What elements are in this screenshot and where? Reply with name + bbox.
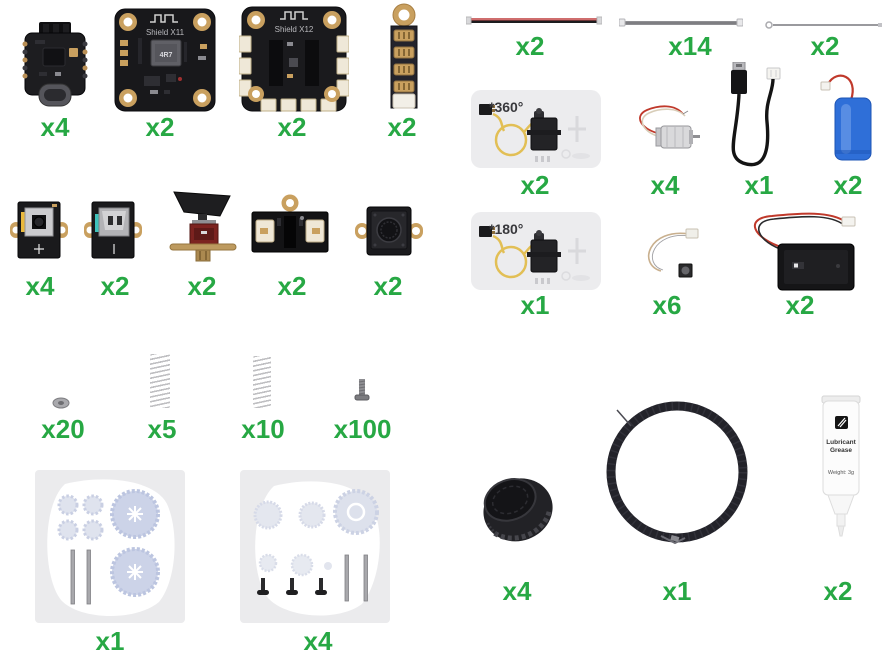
shield-x11-board: Shield X11 4R7	[114, 8, 216, 117]
gear-pack-1-qty: x1	[95, 626, 125, 656]
connector-strip-qty: x2	[387, 112, 417, 142]
battery-holder-photo	[753, 212, 856, 291]
screw-photo	[354, 379, 370, 401]
servo-180-label: *180°	[489, 221, 523, 237]
joystick-module-photo	[10, 201, 68, 259]
shield-x12-board: Shield X12	[238, 6, 350, 117]
connector-strip-photo	[390, 3, 418, 109]
gear-pack-2-photo	[240, 470, 390, 623]
shield-x11-photo: Shield X11 4R7	[114, 8, 216, 112]
dev-board	[15, 22, 95, 115]
small-nut-photo	[52, 397, 70, 409]
gear-pack-2	[240, 470, 390, 628]
wire-coil-qty: x1	[662, 576, 692, 606]
key-switch-module	[84, 200, 142, 271]
connector-strip-board	[384, 2, 424, 115]
shield-x11-qty: x2	[145, 112, 175, 142]
tube-text-line2: Grease	[830, 447, 852, 454]
tire-photo	[483, 478, 553, 542]
gear-pack-1	[35, 470, 185, 628]
wire-sensor-photo	[647, 228, 699, 278]
square-wave-logo-icon	[280, 11, 308, 20]
shield-x12-title: Shield X12	[275, 25, 314, 34]
servo-180-photo: *180°	[471, 212, 601, 290]
push-button-module-qty: x2	[373, 271, 403, 301]
dual-connector-module	[250, 194, 330, 265]
tube-text-line1: Lubricant	[826, 439, 856, 446]
trigger-switch-photo	[169, 191, 237, 262]
screw-qty: x100	[333, 414, 392, 444]
pack2-screws	[257, 578, 327, 595]
shield-x12-qty: x2	[277, 112, 307, 142]
lubricant-tube: Lubricant Grease Weight: 3g	[816, 394, 866, 551]
gray-cable-photo	[618, 18, 744, 27]
dual-connector-module-qty: x2	[277, 271, 307, 301]
wire-sensor	[635, 226, 701, 285]
lipo-battery-photo	[820, 74, 872, 161]
servo-360-label: *360°	[489, 99, 523, 115]
shield-x11-title: Shield X11	[146, 28, 185, 37]
dc-motor-photo	[639, 105, 700, 149]
square-wave-logo-icon	[150, 14, 178, 23]
red-cable-photo	[465, 16, 603, 25]
battery-holder-qty: x2	[785, 290, 815, 320]
joystick-module-qty: x4	[25, 271, 55, 301]
red-cable-qty: x2	[515, 31, 545, 61]
servo-360-qty: x2	[520, 170, 550, 200]
screw	[354, 378, 370, 409]
trigger-switch	[168, 190, 238, 269]
key-switch-module-qty: x2	[100, 271, 130, 301]
spring-large-qty: x5	[147, 414, 177, 444]
lubricant-tube-qty: x2	[823, 576, 853, 606]
key-switch-module-photo	[84, 201, 142, 259]
small-nut-qty: x20	[41, 414, 85, 444]
dev-board-photo	[22, 22, 88, 107]
tire-qty: x4	[502, 576, 532, 606]
shield-x12-photo: Shield X12	[238, 6, 350, 112]
red-cable	[465, 14, 603, 32]
thin-gray-cable	[764, 16, 884, 34]
dev-board-qty: x4	[40, 112, 70, 142]
dual-connector-module-photo	[251, 194, 329, 253]
servo-180-qty: x1	[520, 290, 550, 320]
chip-label: 4R7	[160, 52, 173, 59]
spring-small-qty: x10	[241, 414, 285, 444]
usb-charging-cable-photo	[731, 61, 781, 167]
wire-coil	[597, 390, 757, 555]
push-button-module-photo	[355, 206, 423, 256]
lipo-battery-qty: x2	[833, 170, 863, 200]
joystick-module	[10, 200, 68, 271]
lubricant-tube-photo: Lubricant Grease Weight: 3g	[821, 395, 861, 537]
gear-pack-1-photo	[35, 470, 185, 623]
servo-180: *180°	[471, 212, 601, 295]
wire-coil-photo	[606, 401, 748, 545]
spring-large	[150, 354, 170, 408]
dc-motor-qty: x4	[650, 170, 680, 200]
thin-gray-cable-photo	[765, 21, 882, 29]
tube-text-line3: Weight: 3g	[828, 470, 854, 476]
usb-charging-cable-qty: x1	[744, 170, 774, 200]
servo-360: *360°	[471, 90, 601, 173]
tire	[475, 462, 559, 557]
gear-pack-2-qty: x4	[303, 626, 333, 656]
servo-360-photo: *360°	[471, 90, 601, 168]
lipo-battery	[815, 64, 879, 169]
small-nut	[52, 396, 70, 414]
gray-cable-qty: x14	[668, 31, 712, 61]
trigger-switch-qty: x2	[187, 271, 217, 301]
thin-gray-cable-qty: x2	[810, 31, 840, 61]
push-button-module	[355, 205, 423, 264]
battery-holder	[740, 208, 856, 297]
usb-charging-cable	[723, 61, 795, 175]
spring-small	[253, 356, 271, 408]
dc-motor	[625, 100, 703, 165]
wire-sensor-qty: x6	[652, 290, 682, 320]
